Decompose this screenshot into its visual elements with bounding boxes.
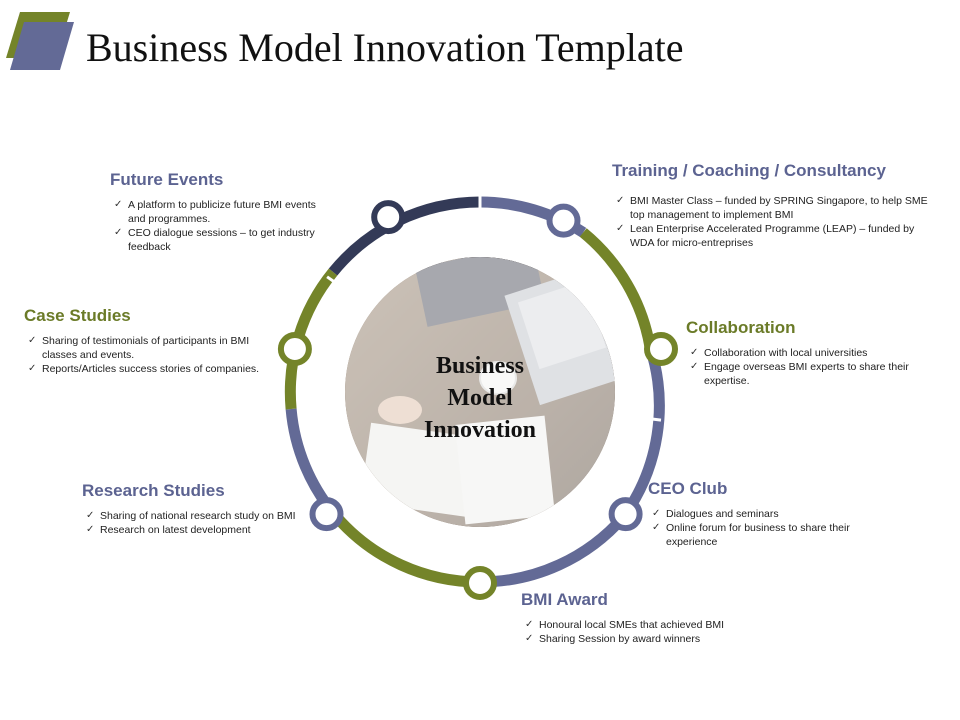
- list-item: Dialogues and seminars: [648, 507, 878, 521]
- center-label-line: Business: [435, 353, 525, 379]
- ceo-club-list: Dialogues and seminars Online forum for …: [648, 507, 878, 549]
- ring-node: [371, 200, 406, 235]
- case-studies-heading: Case Studies: [24, 306, 131, 325]
- list-item: A platform to publicize future BMI event…: [110, 198, 325, 226]
- center-label-line: Innovation: [423, 417, 537, 443]
- ring-segment: [332, 512, 481, 588]
- research-studies-block: Research Studies Sharing of national res…: [82, 481, 307, 537]
- ring-node: [546, 203, 581, 238]
- training-block: Training / Coaching / Consultancy BMI Ma…: [612, 161, 932, 250]
- list-item: Engage overseas BMI experts to share the…: [686, 360, 926, 388]
- ring-node: [608, 497, 643, 532]
- future-events-block: Future Events A platform to publicize fu…: [110, 170, 325, 254]
- list-item: Reports/Articles success stories of comp…: [24, 362, 280, 376]
- ring-node: [309, 497, 344, 532]
- list-item: Collaboration with local universities: [686, 346, 926, 360]
- research-studies-heading: Research Studies: [82, 481, 225, 500]
- parallelogram-logo-icon: [6, 12, 74, 70]
- case-studies-block: Case Studies Sharing of testimonials of …: [24, 306, 280, 376]
- page-title: Business Model Innovation Template: [86, 25, 684, 70]
- future-events-heading: Future Events: [110, 170, 224, 189]
- ring-segment: [479, 512, 628, 588]
- ring-segment: [619, 345, 665, 520]
- ring-node: [463, 566, 497, 600]
- list-item: Sharing Session by award winners: [521, 632, 781, 646]
- future-events-list: A platform to publicize future BMI event…: [110, 198, 325, 254]
- collaboration-block: Collaboration Collaboration with local u…: [686, 318, 926, 388]
- collaboration-list: Collaboration with local universities En…: [686, 346, 926, 388]
- list-item: Research on latest development: [82, 523, 307, 537]
- center-label-line: Model: [447, 385, 513, 411]
- ring-node: [277, 332, 312, 366]
- case-studies-list: Sharing of testimonials of participants …: [24, 334, 280, 376]
- center-label: Business Model Innovation: [380, 350, 580, 446]
- collaboration-heading: Collaboration: [686, 318, 796, 337]
- training-heading: Training / Coaching / Consultancy: [612, 161, 886, 180]
- bmi-award-block: BMI Award Honoural local SMEs that achie…: [521, 590, 781, 646]
- list-item: Sharing of national research study on BM…: [82, 509, 307, 523]
- list-item: Online forum for business to share their…: [648, 521, 878, 549]
- bmi-award-heading: BMI Award: [521, 590, 608, 609]
- list-item: CEO dialogue sessions – to get industry …: [110, 226, 325, 254]
- research-studies-list: Sharing of national research study on BM…: [82, 509, 307, 537]
- list-item: Honoural local SMEs that achieved BMI: [521, 618, 781, 632]
- ceo-club-heading: CEO Club: [648, 479, 728, 498]
- training-list: BMI Master Class – funded by SPRING Sing…: [612, 194, 932, 250]
- list-item: Sharing of testimonials of participants …: [24, 334, 280, 362]
- ceo-club-block: CEO Club Dialogues and seminars Online f…: [648, 479, 878, 549]
- ring-segment: [579, 228, 656, 348]
- list-item: BMI Master Class – funded by SPRING Sing…: [612, 194, 932, 222]
- list-item: Lean Enterprise Accelerated Programme (L…: [612, 222, 932, 250]
- ring-node: [644, 332, 678, 366]
- bmi-award-list: Honoural local SMEs that achieved BMI Sh…: [521, 618, 781, 646]
